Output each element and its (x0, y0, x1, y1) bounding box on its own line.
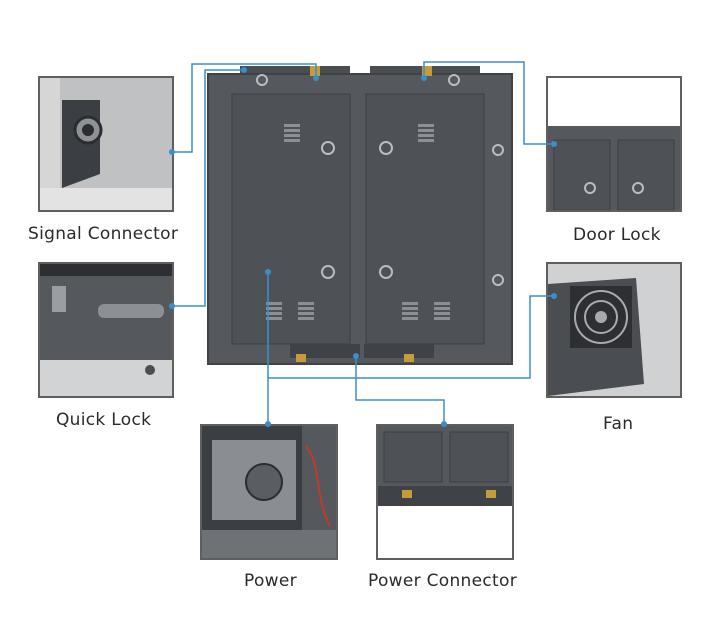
door-lock-label: Door Lock (573, 225, 661, 245)
signal-connector-photo (38, 76, 174, 212)
power-connector-label: Power Connector (368, 571, 517, 591)
fan-label: Fan (603, 414, 634, 434)
signal-connector-label: Signal Connector (28, 224, 179, 244)
power-connector-photo (376, 424, 514, 560)
door-lock-photo (546, 76, 682, 212)
quick-lock-photo (38, 262, 174, 398)
quick-lock-label: Quick Lock (56, 410, 152, 430)
cabinet-diagram (207, 66, 513, 365)
power-photo (200, 424, 338, 560)
fan-photo (546, 262, 682, 398)
power-label: Power (244, 571, 297, 591)
